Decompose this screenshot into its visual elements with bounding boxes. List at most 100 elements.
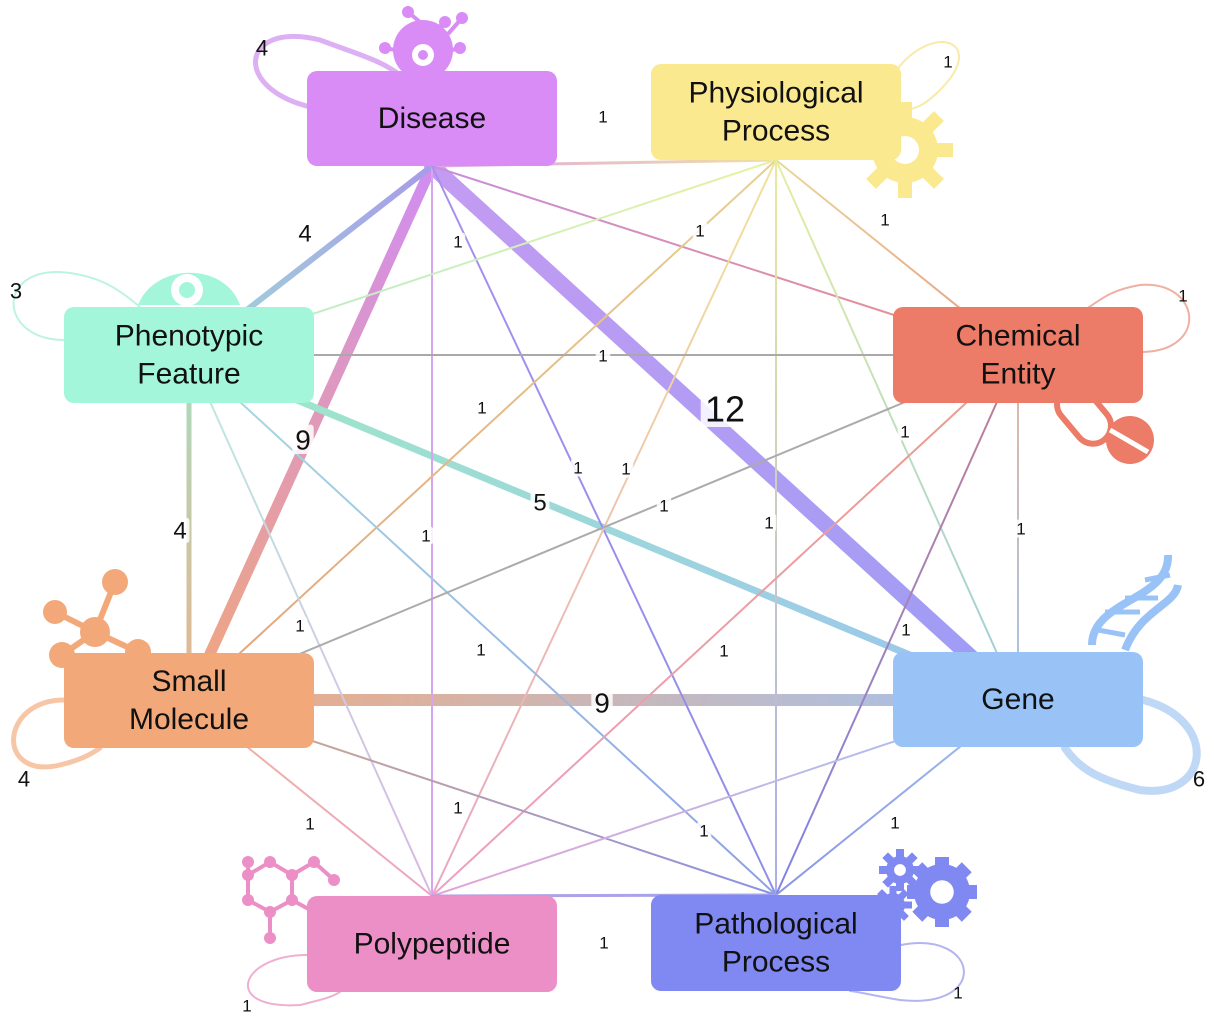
edge-label-small-pathological: 1: [453, 799, 462, 818]
edge-physiological-gene: [775, 159, 1019, 701]
node-box[interactable]: [893, 307, 1143, 403]
edge-label-bg: [700, 389, 750, 427]
edge-label-bg: [302, 814, 318, 833]
node-label: Small: [151, 665, 226, 698]
edge-label-bg: [692, 221, 708, 240]
self-loop-label-polypeptide: 1: [242, 997, 251, 1016]
node-label: Physiological: [688, 77, 863, 110]
edge-label-physiological-chemical: 1: [880, 211, 889, 230]
self-loop-phenotypic: [12, 270, 141, 341]
node-polypeptide[interactable]: Polypeptide: [307, 896, 557, 992]
edge-label-small-gene: 9: [594, 688, 610, 719]
node-label: Phenotypic: [115, 320, 263, 353]
edge-label-bg: [696, 821, 712, 840]
self-loop-chemical: [1084, 283, 1191, 353]
edge-label-disease-small: 9: [295, 425, 311, 456]
edge-label-chemical-pathological: 1: [901, 621, 910, 640]
node-box[interactable]: [64, 307, 314, 403]
node-label: Entity: [980, 358, 1055, 391]
node-label: Disease: [378, 102, 486, 135]
node-label: Polypeptide: [354, 928, 511, 961]
edge-label-chemical-polypeptide: 1: [719, 642, 728, 661]
edge-label-small-polypeptide: 1: [305, 815, 314, 834]
edge-label-bg: [656, 496, 672, 515]
edge-label-disease-pathological: 1: [573, 459, 582, 478]
edge-label-bg: [474, 398, 490, 417]
edge-label-bg: [292, 616, 308, 635]
edge-label-physiological-small: 1: [477, 399, 486, 418]
edge-label-disease-chemical: 1: [695, 222, 704, 241]
edge-phenotypic-pathological: [188, 354, 777, 896]
virus-icon: [379, 6, 468, 80]
self-loop-polypeptide: [246, 954, 341, 1007]
edge-label-bg: [595, 346, 611, 365]
self-loop-label-pathological: 1: [953, 984, 962, 1003]
self-loop-label-small: 4: [18, 767, 30, 792]
nodes: Disease PhysiologicalProcessChemicalEntit…: [64, 64, 1143, 992]
edge-label-bg: [591, 687, 613, 717]
node-disease[interactable]: Disease: [307, 71, 557, 166]
self-loop-label-gene: 6: [1193, 767, 1205, 792]
node-box[interactable]: [307, 896, 557, 992]
node-label: Molecule: [129, 703, 249, 736]
node-box[interactable]: [651, 64, 901, 160]
self-loop-pathological: [849, 942, 965, 1002]
edge-label-gene-pathological: 1: [890, 814, 899, 833]
edge-physiological-small: [188, 159, 777, 701]
edge-disease-pathological: [431, 165, 777, 896]
edge-label-bg: [898, 620, 914, 639]
self-loop-label-physiological: 1: [943, 53, 952, 72]
edge-label-bg: [618, 459, 634, 478]
edge-label-bg: [292, 424, 314, 454]
dna-icon: [1088, 554, 1182, 652]
edge-label-bg: [170, 517, 190, 543]
self-loop-label-disease: 4: [256, 36, 268, 61]
edges: [183, 158, 1026, 898]
self-loop-label-chemical: 1: [1178, 287, 1187, 306]
edge-label-bg: [596, 933, 612, 952]
edge-label-disease-gene: 12: [705, 389, 745, 430]
self-loop-small: [11, 697, 103, 770]
node-label: Pathological: [694, 908, 857, 941]
edge-label-bg: [570, 458, 586, 477]
edge-label-chemical-gene: 1: [1016, 520, 1025, 539]
edge-disease-gene: [424, 158, 1026, 708]
node-box[interactable]: [307, 71, 557, 166]
edge-label-chemical-small: 1: [659, 497, 668, 516]
edge-label-bg: [595, 107, 611, 126]
self-loop-disease: [253, 33, 403, 111]
edge-label-gene-polypeptide: 1: [699, 822, 708, 841]
edge-label-bg: [450, 798, 466, 817]
edge-label-phenotypic-gene: 5: [533, 490, 546, 517]
eye-icon: [138, 272, 240, 306]
edge-label-polypeptide-pathological: 1: [599, 934, 608, 953]
self-loop-gene: [1061, 696, 1201, 795]
edge-chemical-pathological: [775, 354, 1019, 896]
node-box[interactable]: [64, 653, 314, 748]
edge-label-phenotypic-polypeptide: 1: [295, 617, 304, 636]
node-gene[interactable]: Gene: [893, 652, 1143, 747]
edge-label-physiological-polypeptide: 1: [621, 460, 630, 479]
edge-label-bg: [530, 489, 550, 515]
node-label: Chemical: [955, 320, 1080, 353]
node-box[interactable]: [893, 652, 1143, 747]
edge-label-phenotypic-pathological: 1: [476, 641, 485, 660]
edge-label-bg: [418, 526, 434, 545]
edge-label-physiological-gene: 1: [900, 423, 909, 442]
edge-label-bg: [897, 422, 913, 441]
edge-chemical-polypeptide: [431, 354, 1019, 897]
edge-label-bg: [887, 813, 903, 832]
edge-label-phenotypic-chemical: 1: [598, 347, 607, 366]
node-label: Feature: [137, 358, 240, 391]
edge-label-phenotypic-small: 4: [173, 518, 186, 545]
node-box[interactable]: [651, 895, 901, 991]
self-loop-label-phenotypic: 3: [10, 279, 22, 304]
edge-label-disease-polypeptide: 1: [421, 527, 430, 546]
edge-chemical-small: [188, 354, 1019, 701]
